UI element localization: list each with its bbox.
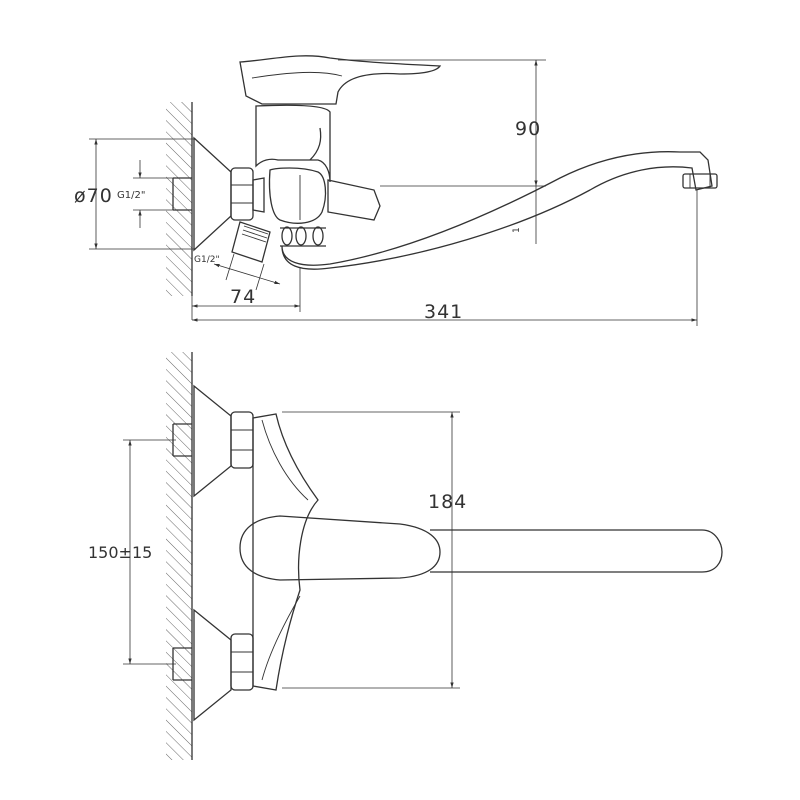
inlet-pipe bbox=[172, 177, 192, 211]
front-lever bbox=[239, 515, 441, 581]
side-view: ø70 G1/2" G1/2" 74 341 bbox=[74, 55, 718, 326]
total-length-label: 341 bbox=[424, 301, 463, 323]
escutcheon bbox=[193, 136, 232, 252]
swivel-rings bbox=[280, 226, 326, 247]
diverter-knob bbox=[327, 179, 381, 221]
depth-label: 184 bbox=[428, 491, 467, 513]
dimension-diameter: ø70 bbox=[74, 138, 196, 250]
centers-label: 150±15 bbox=[88, 543, 152, 562]
diameter-label: ø70 bbox=[74, 185, 113, 207]
mixer-lever bbox=[239, 55, 442, 105]
aerator bbox=[682, 173, 718, 189]
dimension-total-length: 341 bbox=[192, 190, 698, 326]
dimension-centers: 150±15 bbox=[88, 439, 176, 665]
outlet-thread-label: G1/2" bbox=[194, 255, 220, 265]
dimension-reach: 74 bbox=[191, 268, 301, 320]
side-mark-label: 1 bbox=[512, 227, 522, 233]
wall-bottom bbox=[166, 352, 193, 760]
front-view: 150±15 184 bbox=[88, 352, 723, 760]
front-body bbox=[252, 413, 319, 691]
mixer-body bbox=[255, 104, 331, 224]
hex-nut bbox=[230, 167, 254, 221]
dimension-inlet-thread: G1/2" bbox=[117, 160, 176, 228]
dimension-spout-height: 90 1 bbox=[338, 59, 546, 244]
wall-top bbox=[166, 102, 193, 296]
inlet-thread-label: G1/2" bbox=[117, 190, 145, 201]
dimension-outlet-thread: G1/2" bbox=[194, 253, 281, 291]
spout-height-label: 90 bbox=[515, 118, 541, 140]
shower-outlet bbox=[231, 221, 271, 263]
reach-label: 74 bbox=[230, 286, 256, 308]
dimension-depth: 184 bbox=[282, 411, 467, 689]
front-spout bbox=[430, 529, 723, 573]
spout bbox=[281, 151, 713, 270]
